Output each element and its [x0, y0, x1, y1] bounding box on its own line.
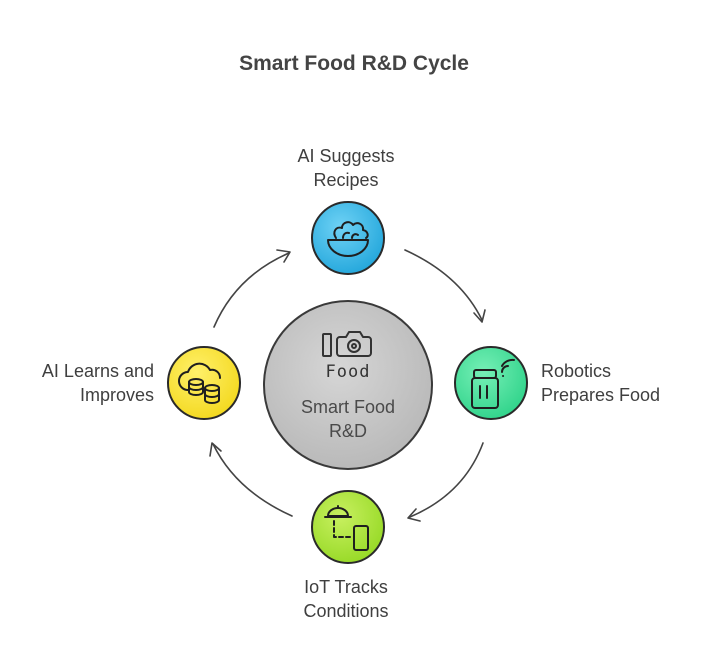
node-label-line: AI Learns and [41, 361, 154, 381]
node-label-line: Improves [79, 385, 154, 405]
salad-bowl-icon [327, 221, 369, 257]
node-label-line: IoT Tracks [304, 577, 388, 597]
node-right [454, 346, 528, 420]
arrow-bottom-to-left [212, 443, 293, 517]
arrow-left-to-top [213, 252, 290, 328]
tray-phone-icon [324, 505, 369, 551]
arrow-right-to-bottom [409, 442, 484, 518]
node-right-label: Robotics Prepares Food [541, 359, 701, 407]
data-cloud-icon [178, 362, 221, 404]
page-title: Smart Food R&D Cycle [239, 52, 469, 75]
node-top [311, 201, 385, 275]
camera-food-icon [322, 331, 372, 357]
node-label-line: Conditions [303, 601, 389, 621]
node-top-label: AI Suggests Recipes [246, 144, 446, 192]
node-label-line: Prepares Food [541, 385, 661, 405]
smart-container-icon [471, 358, 515, 409]
node-label-line: Robotics [541, 361, 612, 381]
center-label-line: R&D [328, 421, 367, 441]
node-left [167, 346, 241, 420]
center-node [263, 300, 433, 470]
node-bottom-label: IoT Tracks Conditions [246, 575, 446, 623]
center-label-line: Smart Food [300, 397, 396, 417]
node-label-line: AI Suggests [297, 146, 395, 166]
center-label: Smart Food R&D [268, 395, 428, 443]
food-icon-text: Food [325, 362, 371, 382]
node-label-line: Recipes [313, 170, 379, 190]
node-left-label: AI Learns and Improves [10, 359, 154, 407]
node-bottom [311, 490, 385, 564]
arrow-top-to-right [404, 249, 483, 321]
